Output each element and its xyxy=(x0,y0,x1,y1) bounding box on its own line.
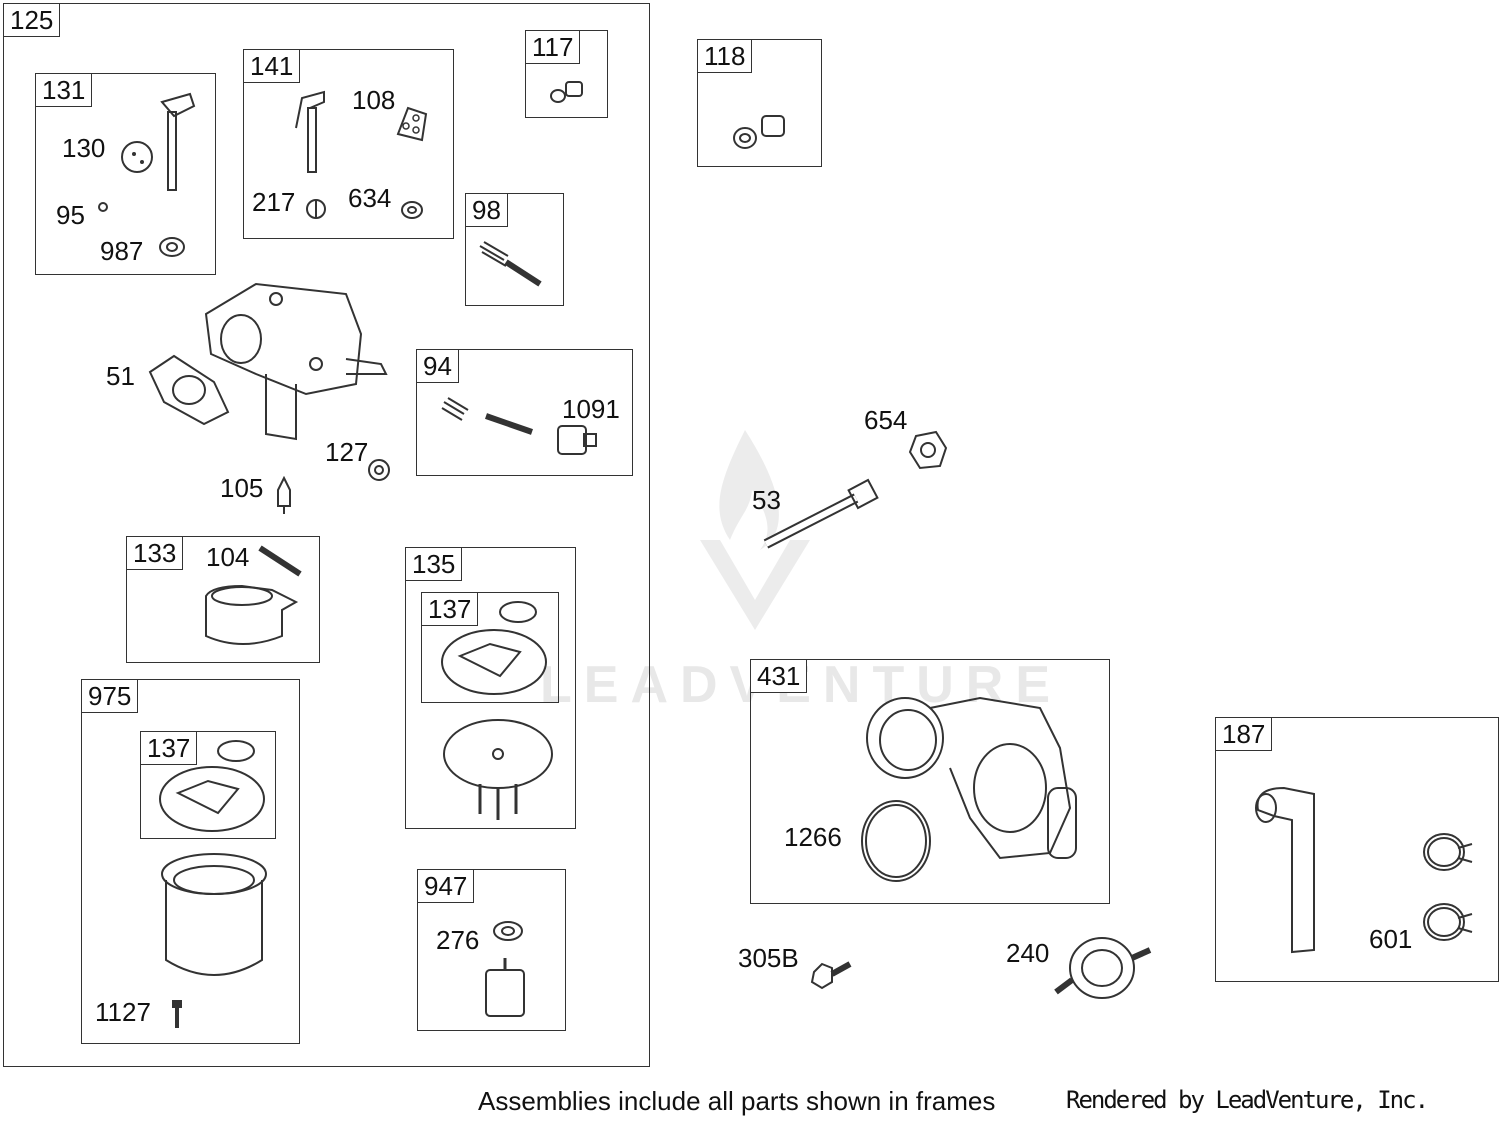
frame-label-118: 118 xyxy=(698,40,753,73)
assembly-frame-133: 133 xyxy=(126,536,320,663)
frame-label-94: 94 xyxy=(417,350,459,383)
part-label-51: 51 xyxy=(106,361,135,391)
assembly-frame-431: 431 xyxy=(750,659,1110,904)
leadventure-watermark-logo xyxy=(700,430,810,630)
pin-104-part xyxy=(256,544,304,578)
gasket-108-part xyxy=(392,104,430,144)
part-label-240: 240 xyxy=(1006,938,1050,968)
part-label-104: 104 xyxy=(206,542,250,572)
washer-276-part xyxy=(492,920,524,942)
assembly-frame-125: 125 xyxy=(3,3,650,1067)
bolt-305B-part xyxy=(808,954,854,994)
float-bowl-975-part xyxy=(158,850,270,986)
part-label-217: 217 xyxy=(252,187,296,217)
diaphragm-135-part xyxy=(440,714,555,824)
frame-label-137-a: 137 xyxy=(422,593,479,626)
washer-634-part xyxy=(400,200,424,220)
fuel-pump-240-part xyxy=(1052,934,1154,1008)
frame-label-141: 141 xyxy=(244,50,301,83)
solenoid-947-part xyxy=(478,956,532,1020)
frame-label-135: 135 xyxy=(406,548,463,581)
assembly-frame-94: 94 xyxy=(416,349,633,476)
clip-217-part xyxy=(304,196,328,222)
assembly-frame-131: 131 xyxy=(35,73,216,275)
screw-117-part xyxy=(548,76,588,106)
part-label-601: 601 xyxy=(1369,924,1413,954)
needle-105-part xyxy=(276,476,292,516)
assembly-frame-117: 117 xyxy=(525,30,608,118)
frame-label-187: 187 xyxy=(1216,718,1273,751)
solenoid-1091-part xyxy=(554,420,600,460)
part-label-1091: 1091 xyxy=(562,394,620,424)
clamp-601-upper-part xyxy=(1418,826,1476,880)
screw-118-part xyxy=(730,108,790,154)
part-label-130: 130 xyxy=(62,133,106,163)
assembly-frame-137-b: 137 xyxy=(140,731,276,839)
assembly-frame-975: 975 xyxy=(81,679,300,1044)
frame-label-947: 947 xyxy=(418,870,475,903)
carburetor-body-part xyxy=(196,264,391,446)
part-label-127: 127 xyxy=(325,437,369,467)
part-label-108: 108 xyxy=(352,85,396,115)
frame-label-137-b: 137 xyxy=(141,732,198,765)
throttle-shaft-part xyxy=(112,92,202,202)
part-label-305B: 305B xyxy=(738,943,799,973)
washer-127-part xyxy=(366,458,392,482)
part-label-1266: 1266 xyxy=(784,822,842,852)
part-label-654: 654 xyxy=(864,405,908,435)
stud-53-part xyxy=(756,478,880,554)
gasket-51-part xyxy=(144,352,232,428)
intake-manifold-431-part xyxy=(860,688,1090,863)
frame-label-131: 131 xyxy=(36,74,93,107)
assembly-frame-135: 135 xyxy=(405,547,576,829)
part-label-105: 105 xyxy=(220,473,264,503)
gasket-137-b-part xyxy=(156,735,270,835)
part-label-1127: 1127 xyxy=(95,997,151,1027)
idle-screw-98-part xyxy=(476,238,548,290)
frame-label-431: 431 xyxy=(751,660,808,693)
assembly-frame-118: 118 xyxy=(697,39,822,167)
gasket-137-a-part xyxy=(440,596,552,698)
frame-label-98: 98 xyxy=(466,194,508,227)
float-133-part xyxy=(202,576,300,652)
screw-95-part xyxy=(96,200,110,214)
clamp-601-lower-part xyxy=(1418,896,1476,950)
part-label-276: 276 xyxy=(436,925,480,955)
frame-label-133: 133 xyxy=(127,537,184,570)
frame-label-975: 975 xyxy=(82,680,139,713)
assembly-frame-98: 98 xyxy=(465,193,564,306)
assemblies-note: Assemblies include all parts shown in fr… xyxy=(478,1086,996,1116)
assembly-frame-187: 187 xyxy=(1215,717,1499,982)
frame-label-117: 117 xyxy=(526,31,581,64)
washer-987-part xyxy=(158,235,186,259)
o-ring-1266-part xyxy=(856,796,936,886)
part-label-95: 95 xyxy=(56,200,85,230)
choke-shaft-part xyxy=(288,88,330,176)
fuel-hose-187-part xyxy=(1244,780,1324,960)
assembly-frame-947: 947 xyxy=(417,869,566,1031)
part-label-987: 987 xyxy=(100,236,144,266)
screw-1127-part xyxy=(170,998,184,1030)
part-label-634: 634 xyxy=(348,183,392,213)
part-label-53: 53 xyxy=(752,485,781,515)
nut-654-part xyxy=(906,428,950,472)
assembly-frame-141: 141 xyxy=(243,49,454,239)
frame-label-125: 125 xyxy=(4,4,61,37)
render-credit: Rendered by LeadVenture, Inc. xyxy=(1066,1086,1429,1114)
assembly-frame-137-a: 137 xyxy=(421,592,559,703)
mixture-screw-94-part xyxy=(440,396,540,440)
